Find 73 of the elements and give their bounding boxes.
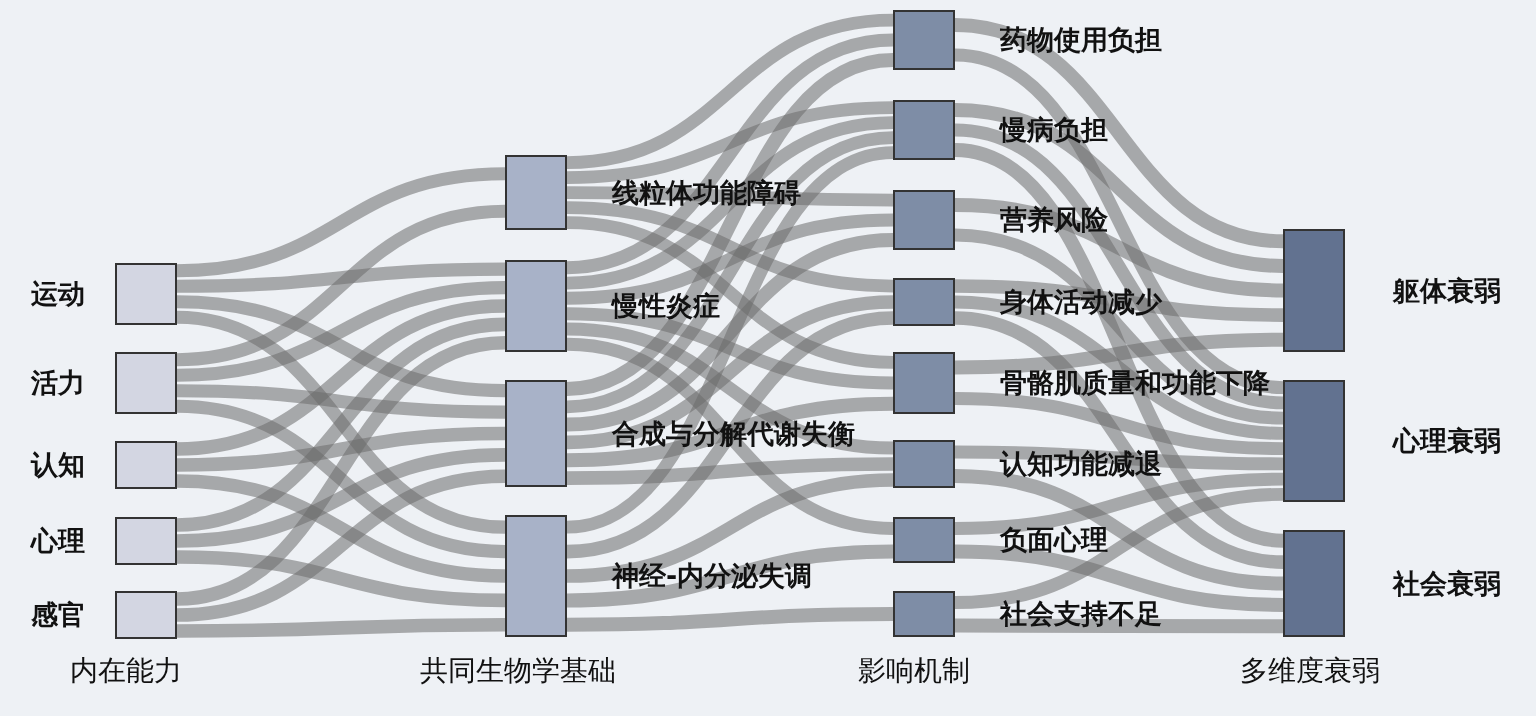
flow-ribbon <box>176 448 506 548</box>
node-label: 躯体衰弱 <box>1393 274 1501 307</box>
flow-ribbon <box>176 204 506 367</box>
flow-ribbon <box>566 33 894 275</box>
flow-ribbon <box>954 279 1284 322</box>
flow-ribbon <box>566 295 894 450</box>
node-label: 骨骼肌质量和功能下降 <box>1000 367 1270 399</box>
node-label: 营养风险 <box>1000 204 1108 236</box>
flow-ribbon <box>566 473 894 583</box>
flow-ribbon <box>566 544 894 608</box>
flow-ribbon <box>954 487 1284 609</box>
flow-ribbon <box>566 101 894 184</box>
flow-ribbon <box>177 618 505 638</box>
flow-ribbon <box>176 295 506 398</box>
flow-ribbon <box>566 131 894 414</box>
flow-ribbon <box>954 544 1284 612</box>
flow-ribbon <box>566 233 894 432</box>
flow-ribbon <box>176 262 506 293</box>
flow-ribbon <box>954 311 1284 569</box>
flow-ribbon <box>954 123 1284 410</box>
node-label: 合成与分解代谢失衡 <box>612 417 855 450</box>
node-label: 感官 <box>31 599 85 631</box>
flow-ribbon <box>566 322 894 455</box>
node-label: 神经-内分泌失调 <box>612 560 813 592</box>
flow-ribbon <box>176 336 506 606</box>
flow-ribbon <box>954 332 1284 375</box>
column-heading: 共同生物学基础 <box>420 653 616 689</box>
flow-ribbon <box>566 457 894 485</box>
flow-ribbon <box>176 281 506 382</box>
flow-ribbon <box>566 607 894 632</box>
flow-ribbon <box>176 469 506 622</box>
node-label: 慢性炎症 <box>612 290 720 322</box>
flow-ribbon <box>954 228 1284 425</box>
flow-ribbon <box>954 18 1284 249</box>
flow-ribbon <box>176 299 506 456</box>
flow-ribbon <box>566 13 894 169</box>
flow-ribbon <box>954 392 1284 456</box>
flow-ribbon <box>176 384 506 419</box>
flow-ribbon <box>566 201 894 293</box>
flow-ribbon <box>954 295 1284 440</box>
flow-ribbon <box>176 550 506 608</box>
column-heading: 多维度衰弱 <box>1240 653 1380 689</box>
flow-ribbon <box>955 618 1283 634</box>
flow-ribbon <box>176 167 506 278</box>
node-label: 心理衰弱 <box>1393 425 1501 457</box>
flow-ribbon <box>954 472 1284 535</box>
flow-ribbon <box>566 311 894 559</box>
flow-ribbon <box>954 103 1284 273</box>
flow-ribbon <box>566 216 894 369</box>
node-label: 负面心理 <box>1000 524 1108 556</box>
node-label: 身体活动减少 <box>1000 286 1162 318</box>
node-label: 慢病负担 <box>1000 114 1108 146</box>
flow-ribbon <box>566 307 894 390</box>
flow-ribbon <box>566 337 894 535</box>
node-label: 心理 <box>31 525 85 557</box>
node-label: 社会衰弱 <box>1393 567 1501 600</box>
flow-ribbon <box>566 213 894 305</box>
flow-ribbon <box>566 396 894 468</box>
flow-ribbon <box>176 399 506 559</box>
column-heading: 影响机制 <box>858 653 970 689</box>
flow-ribbon <box>176 426 506 472</box>
flow-ribbon <box>566 116 894 290</box>
node-label: 认知 <box>31 449 85 481</box>
node-label: 认知功能减退 <box>1000 448 1162 480</box>
node-label: 活力 <box>31 367 85 399</box>
column-heading: 内在能力 <box>70 653 182 689</box>
flow-ribbon <box>176 474 506 583</box>
node-label: 社会支持不足 <box>1000 598 1162 630</box>
node-label: 药物使用负担 <box>1000 24 1162 56</box>
node-label: 运动 <box>31 278 85 310</box>
flow-ribbon <box>954 445 1284 471</box>
flow-ribbon <box>954 469 1284 591</box>
flow-ribbon <box>954 198 1284 298</box>
